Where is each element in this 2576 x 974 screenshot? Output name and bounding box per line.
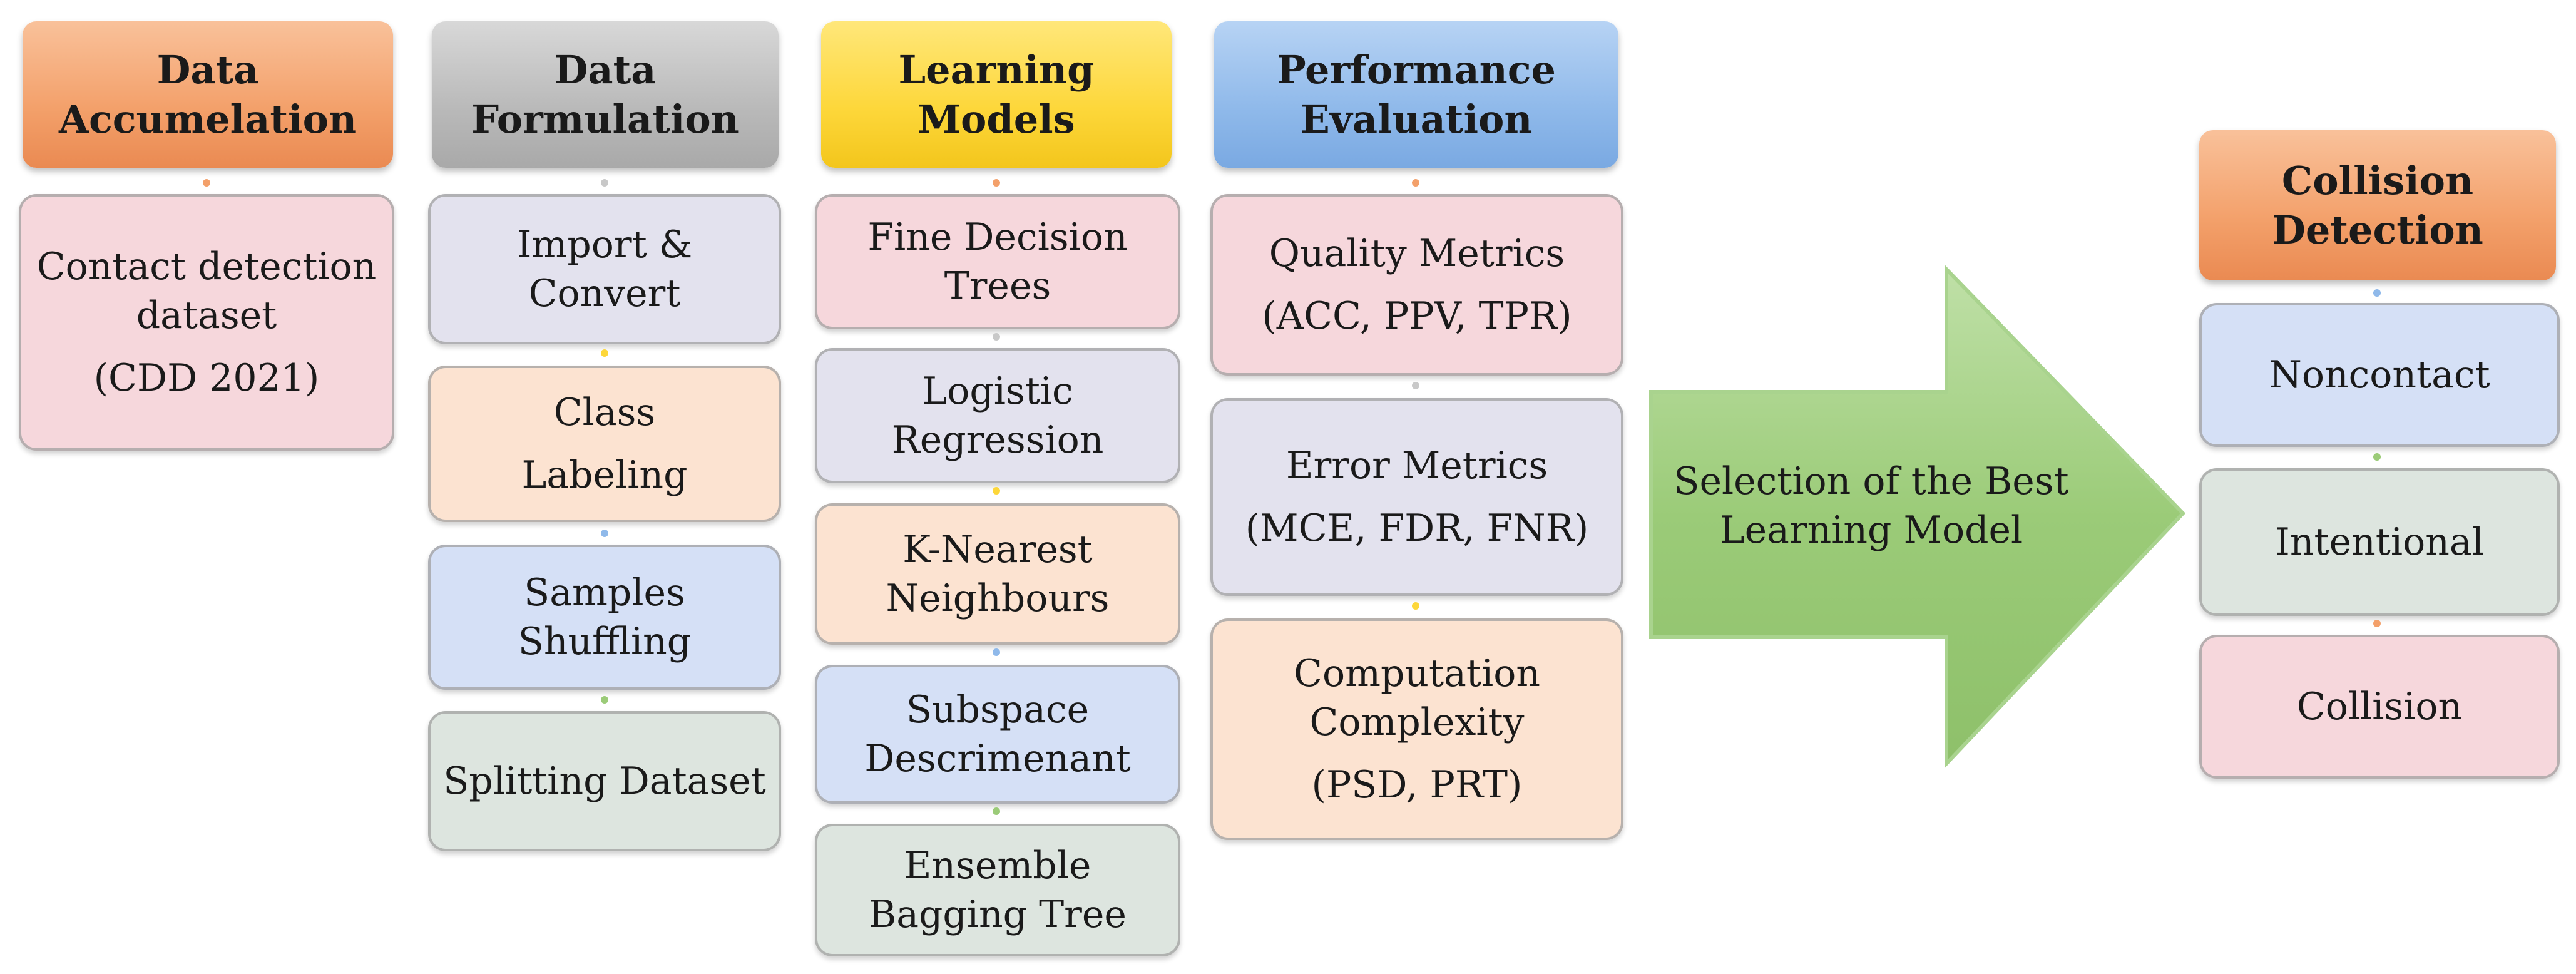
arrow-label: Selection of the Best Learning Model	[1674, 459, 2069, 552]
psd-prt-label: (PSD, PRT)	[1311, 763, 1523, 807]
data-accumelation-header-text: Data Accumelation	[58, 46, 357, 142]
ensemble-bagging-tree-box: Ensemble Bagging Tree	[815, 824, 1180, 956]
connector-dot	[993, 648, 1000, 656]
connector-dot	[993, 179, 1000, 187]
connector-dot	[2373, 453, 2381, 461]
connector-dot	[2373, 289, 2381, 297]
class-label: Class	[553, 391, 656, 434]
performance-evaluation-header-text: Performance Evaluation	[1277, 46, 1556, 142]
connector-dot	[601, 530, 608, 537]
samples-shuffling-label: Samples Shuffling	[518, 571, 692, 664]
connector-dot	[1412, 382, 1419, 389]
connector-dot	[203, 179, 210, 187]
samples-shuffling-box: Samples Shuffling	[428, 545, 781, 690]
cdd-2021-label: (CDD 2021)	[93, 356, 320, 400]
error-metrics-box: Error Metrics (MCE, FDR, FNR)	[1210, 398, 1623, 596]
mce-fdr-fnr-label: (MCE, FDR, FNR)	[1245, 506, 1589, 550]
learning-models-header: Learning Models	[821, 21, 1172, 168]
collision-detection-header-text: Collision Detection	[2272, 157, 2483, 253]
intentional-box: Intentional	[2199, 468, 2560, 616]
intentional-label: Intentional	[2275, 520, 2484, 564]
subspace-descrimenant-label: Subspace Descrimenant	[864, 688, 1131, 781]
collision-box: Collision	[2199, 635, 2560, 779]
computation-complexity-box: Computation Complexity (PSD, PRT)	[1210, 618, 1623, 840]
k-nearest-neighbours-label: K-Nearest Neighbours	[886, 528, 1110, 620]
computation-complexity-label: Computation Complexity	[1294, 652, 1540, 744]
quality-metrics-label: Quality Metrics	[1269, 232, 1565, 275]
labeling-label: Labeling	[521, 453, 688, 497]
logistic-regression-label: Logistic Regression	[891, 369, 1104, 462]
import-convert-box: Import & Convert	[428, 194, 781, 344]
import-convert-label: Import & Convert	[516, 223, 693, 315]
connector-dot	[2373, 620, 2381, 627]
splitting-dataset-box: Splitting Dataset	[428, 711, 781, 851]
class-labeling-box: Class Labeling	[428, 366, 781, 522]
acc-ppv-tpr-label: (ACC, PPV, TPR)	[1262, 294, 1572, 338]
logistic-regression-box: Logistic Regression	[815, 348, 1180, 483]
error-metrics-label: Error Metrics	[1285, 444, 1548, 488]
data-formulation-header-text: Data Formulation	[471, 46, 739, 142]
contact-detection-dataset-label: Contact detection dataset	[36, 245, 377, 337]
fine-decision-trees-label: Fine Decision Trees	[867, 215, 1128, 308]
data-accumelation-header: Data Accumelation	[23, 21, 393, 168]
connector-dot	[1412, 602, 1419, 610]
fine-decision-trees-box: Fine Decision Trees	[815, 194, 1180, 329]
ensemble-bagging-tree-label: Ensemble Bagging Tree	[869, 844, 1127, 936]
collision-detection-header: Collision Detection	[2199, 130, 2556, 280]
quality-metrics-box: Quality Metrics (ACC, PPV, TPR)	[1210, 194, 1623, 376]
data-formulation-header: Data Formulation	[432, 21, 779, 168]
connector-dot	[601, 179, 608, 187]
noncontact-box: Noncontact	[2199, 303, 2560, 447]
connector-dot	[601, 696, 608, 704]
connector-dot	[993, 807, 1000, 815]
noncontact-label: Noncontact	[2269, 353, 2490, 397]
k-nearest-neighbours-box: K-Nearest Neighbours	[815, 503, 1180, 645]
learning-models-header-text: Learning Models	[898, 46, 1095, 142]
connector-dot	[601, 349, 608, 357]
connector-dot	[993, 333, 1000, 341]
performance-evaluation-header: Performance Evaluation	[1214, 21, 1618, 168]
subspace-descrimenant-box: Subspace Descrimenant	[815, 665, 1180, 804]
splitting-dataset-label: Splitting Dataset	[443, 759, 766, 803]
connector-dot	[1412, 179, 1419, 187]
collision-label: Collision	[2296, 685, 2463, 729]
contact-detection-dataset-box: Contact detection dataset (CDD 2021)	[19, 194, 394, 451]
connector-dot	[993, 487, 1000, 495]
